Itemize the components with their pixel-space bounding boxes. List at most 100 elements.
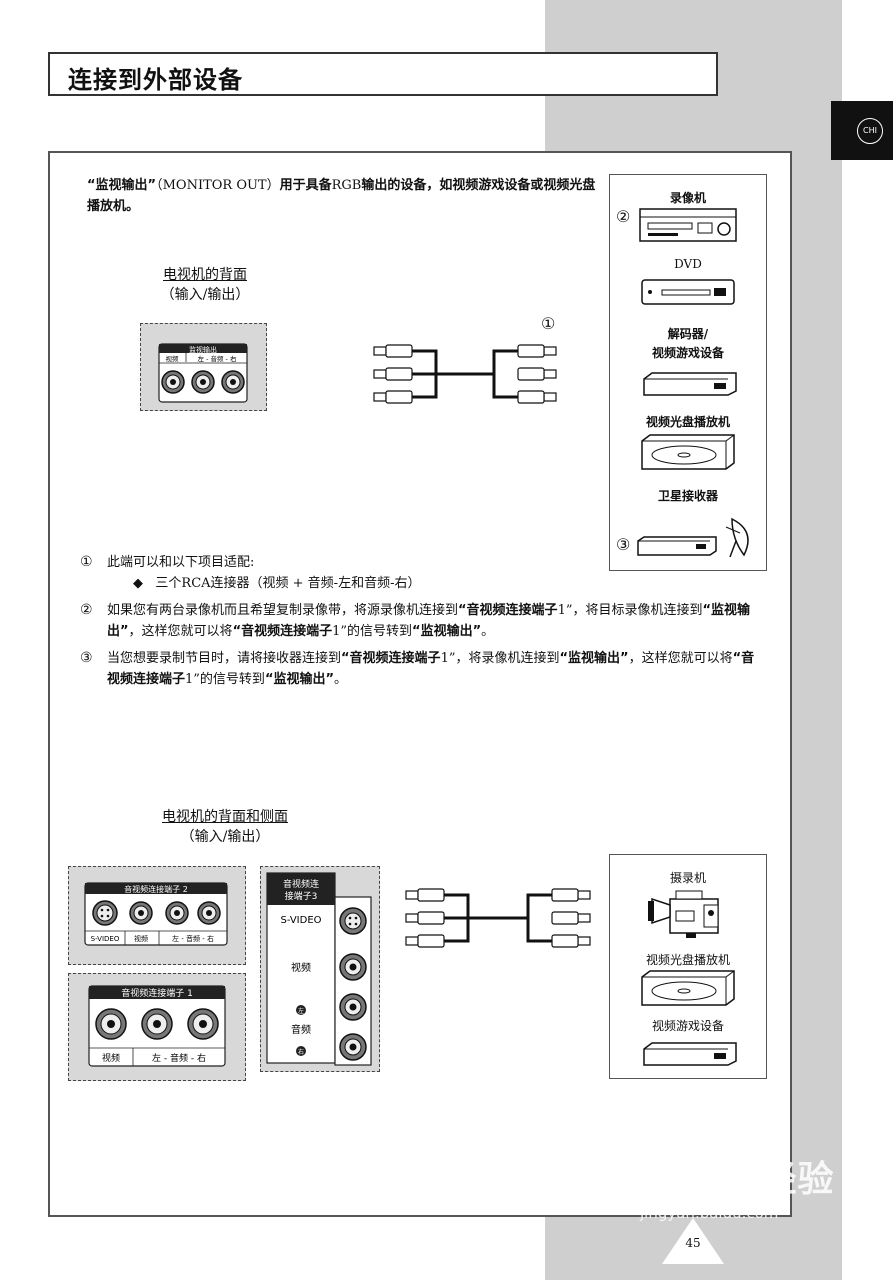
av3-video-jack bbox=[339, 953, 367, 981]
language-tab: CHI bbox=[831, 101, 893, 160]
note-2: ② 如果您有两台录像机而且希望复制录像带，将源录像机连接到“音视频连接端子1”，… bbox=[80, 600, 760, 642]
av1-audio-label: 左 - 音频 - 右 bbox=[152, 1052, 206, 1064]
jack-audio-right bbox=[221, 370, 245, 394]
av2-audio-r-jack bbox=[197, 901, 221, 925]
satellite-receiver-icon bbox=[637, 517, 749, 558]
monitor-out-audio-label: 左 - 音频 - 右 bbox=[198, 354, 237, 363]
camcorder-icon bbox=[648, 890, 719, 938]
rca-cable-top bbox=[373, 344, 557, 404]
jack-audio-left bbox=[191, 370, 215, 394]
page-number: 45 bbox=[685, 1236, 701, 1250]
bottom-caption-line2: （输入/输出） bbox=[180, 829, 270, 845]
av2-panel: 音视频连接端子 2 S-VIDEO 视频 左 - 音频 - 右 bbox=[68, 866, 246, 965]
note-1-sub: ◆ 三个RCA连接器（视频 + 音频-左和音频-右） bbox=[107, 573, 760, 594]
av2-svideo-label: S-VIDEO bbox=[91, 935, 120, 943]
device-label-vcd: 视频光盘播放机 bbox=[645, 415, 730, 429]
top-devices-box: 录像机 ② DVD 解码器/ 视频游戏设备 视频光盘播放机 卫星接收器 ③ bbox=[609, 174, 767, 571]
device-label-camcorder: 摄录机 bbox=[669, 871, 706, 885]
device-label-vcr: 录像机 bbox=[669, 191, 706, 205]
intro-plain-1: （MONITOR OUT） bbox=[156, 178, 280, 193]
note-2-h: “监视输出” bbox=[412, 624, 482, 639]
bottom-caption: 电视机的背面和侧面 （输入/输出） bbox=[140, 807, 310, 847]
page-title: 连接到外部设备 bbox=[68, 66, 243, 94]
note-2-f: “音视频连接端子 bbox=[232, 624, 333, 639]
av3-audio-label: 音频 bbox=[291, 1023, 311, 1036]
language-badge: CHI bbox=[857, 118, 883, 144]
av2-svideo-jack bbox=[92, 900, 118, 926]
note-1-sub-text: 三个RCA连接器（视频 + 音频-左和音频-右） bbox=[155, 576, 421, 591]
note-3-h: “监视输出” bbox=[264, 672, 335, 687]
av2-title: 音视频连接端子 2 bbox=[124, 884, 188, 894]
decoder-icon bbox=[643, 372, 737, 396]
intro-paragraph: “监视输出”（MONITOR OUT）用于具备RGB输出的设备，如视频游戏设备或… bbox=[87, 175, 597, 217]
device-label-game: 视频游戏设备 bbox=[651, 346, 724, 360]
note-3-d: “监视输出” bbox=[559, 651, 629, 666]
note-2-marker: ② bbox=[80, 602, 93, 618]
av3-svideo-label: S-VIDEO bbox=[280, 915, 321, 926]
note-3-b: “音视频连接端子 bbox=[341, 651, 441, 666]
av1-video-label: 视频 bbox=[102, 1052, 120, 1064]
watermark: Baidu经验 jingyan.baidu.com bbox=[640, 1150, 834, 1222]
note-1-text: 此端可以和以下项目适配: bbox=[107, 555, 255, 570]
note-3-marker: ③ bbox=[80, 650, 93, 666]
av3-right-label: 右 bbox=[298, 1048, 304, 1056]
intro-plain-2: RGB bbox=[331, 178, 362, 193]
note-2-g: 1”的信号转到 bbox=[332, 624, 413, 639]
av1-audio-r-jack bbox=[187, 1008, 219, 1040]
note-3-a: 当您想要录制节目时，请将接收器连接到 bbox=[107, 651, 342, 666]
av3-left-label: 左 bbox=[298, 1007, 304, 1015]
note-3-f: “音视频连接端子 bbox=[107, 651, 755, 687]
page-number-tab bbox=[662, 1218, 724, 1264]
av3-title-2: 接端子3 bbox=[285, 890, 318, 902]
cable-marker-1: ① bbox=[541, 314, 556, 333]
av2-audio-label: 左 - 音频 - 右 bbox=[172, 934, 214, 943]
note-1-sub-marker: ◆ bbox=[133, 576, 143, 591]
watermark-logo: Baidu经验 bbox=[640, 1159, 835, 1200]
note-1: ① 此端可以和以下项目适配: ◆ 三个RCA连接器（视频 + 音频-左和音频-右… bbox=[80, 552, 760, 594]
note-3-g: 1”的信号转到 bbox=[185, 672, 265, 687]
av1-panel: 音视频连接端子 1 视频 左 - 音频 - 右 bbox=[68, 973, 246, 1081]
device-label-game-bottom: 视频游戏设备 bbox=[651, 1019, 724, 1033]
monitor-out-video-label: 视频 bbox=[166, 354, 180, 363]
note-3: ③ 当您想要录制节目时，请将接收器连接到“音视频连接端子1”，将录像机连接到“监… bbox=[80, 648, 760, 690]
bottom-caption-line1: 电视机的背面和侧面 bbox=[162, 809, 288, 825]
intro-bold-1: “监视输出” bbox=[87, 178, 157, 193]
note-3-i: 。 bbox=[334, 672, 348, 687]
title-box: 连接到外部设备 bbox=[48, 52, 718, 96]
intro-bold-2: 用于具备 bbox=[279, 178, 332, 193]
av1-jacks-graphic: 音视频连接端子 1 视频 左 - 音频 - 右 bbox=[88, 985, 226, 1067]
watermark-url: jingyan.baidu.com bbox=[640, 1204, 779, 1222]
av3-side-panel: 音视频连 接端子3 S-VIDEO 视频 左 音频 右 bbox=[260, 866, 380, 1072]
device-label-decoder: 解码器/ bbox=[667, 327, 709, 341]
note-2-e: ，这样您就可以将 bbox=[128, 624, 233, 639]
note-1-marker: ① bbox=[80, 554, 93, 570]
av2-jacks-graphic: 音视频连接端子 2 S-VIDEO 视频 左 - 音频 - 右 bbox=[84, 882, 228, 946]
note-2-b: “音视频连接端子 bbox=[458, 603, 558, 618]
disc-player-icon bbox=[641, 434, 735, 470]
vcr-icon bbox=[639, 208, 737, 242]
game-console-icon bbox=[643, 1042, 737, 1066]
top-caption: 电视机的背面 （输入/输出） bbox=[140, 265, 270, 305]
intro-bold-3: 输出的设备，如视频游戏设备或视频光盘播放机。 bbox=[87, 178, 596, 214]
device-label-satellite: 卫星接收器 bbox=[657, 489, 718, 503]
av3-audio-l-jack bbox=[339, 993, 367, 1021]
av2-audio-l-jack bbox=[165, 901, 189, 925]
av3-jacks-graphic: 音视频连 接端子3 S-VIDEO 视频 左 音频 右 bbox=[266, 872, 372, 1066]
av2-video-jack bbox=[129, 901, 153, 925]
note-3-c: 1”，将录像机连接到 bbox=[440, 651, 560, 666]
note-2-a: 如果您有两台录像机而且希望复制录像带，将源录像机连接到 bbox=[107, 603, 459, 618]
device-marker-2: ② bbox=[616, 207, 631, 226]
device-label-dvd: DVD bbox=[674, 257, 702, 271]
top-caption-line1: 电视机的背面 bbox=[163, 267, 247, 283]
note-2-d: “监视输出” bbox=[107, 603, 751, 639]
top-caption-line2: （输入/输出） bbox=[160, 287, 250, 303]
device-label-vcd-bottom: 视频光盘播放机 bbox=[645, 953, 730, 967]
note-3-e: ，这样您就可以将 bbox=[628, 651, 733, 666]
monitor-out-panel: 监视输出 视频 左 - 音频 - 右 bbox=[140, 323, 267, 411]
note-2-c: 1”，将目标录像机连接到 bbox=[557, 603, 703, 618]
note-2-i: 。 bbox=[481, 624, 495, 639]
monitor-out-jacks-graphic: 监视输出 视频 左 - 音频 - 右 bbox=[158, 343, 248, 403]
av1-audio-l-jack bbox=[141, 1008, 173, 1040]
av3-svideo-jack bbox=[339, 907, 367, 935]
av2-video-label: 视频 bbox=[134, 934, 148, 943]
